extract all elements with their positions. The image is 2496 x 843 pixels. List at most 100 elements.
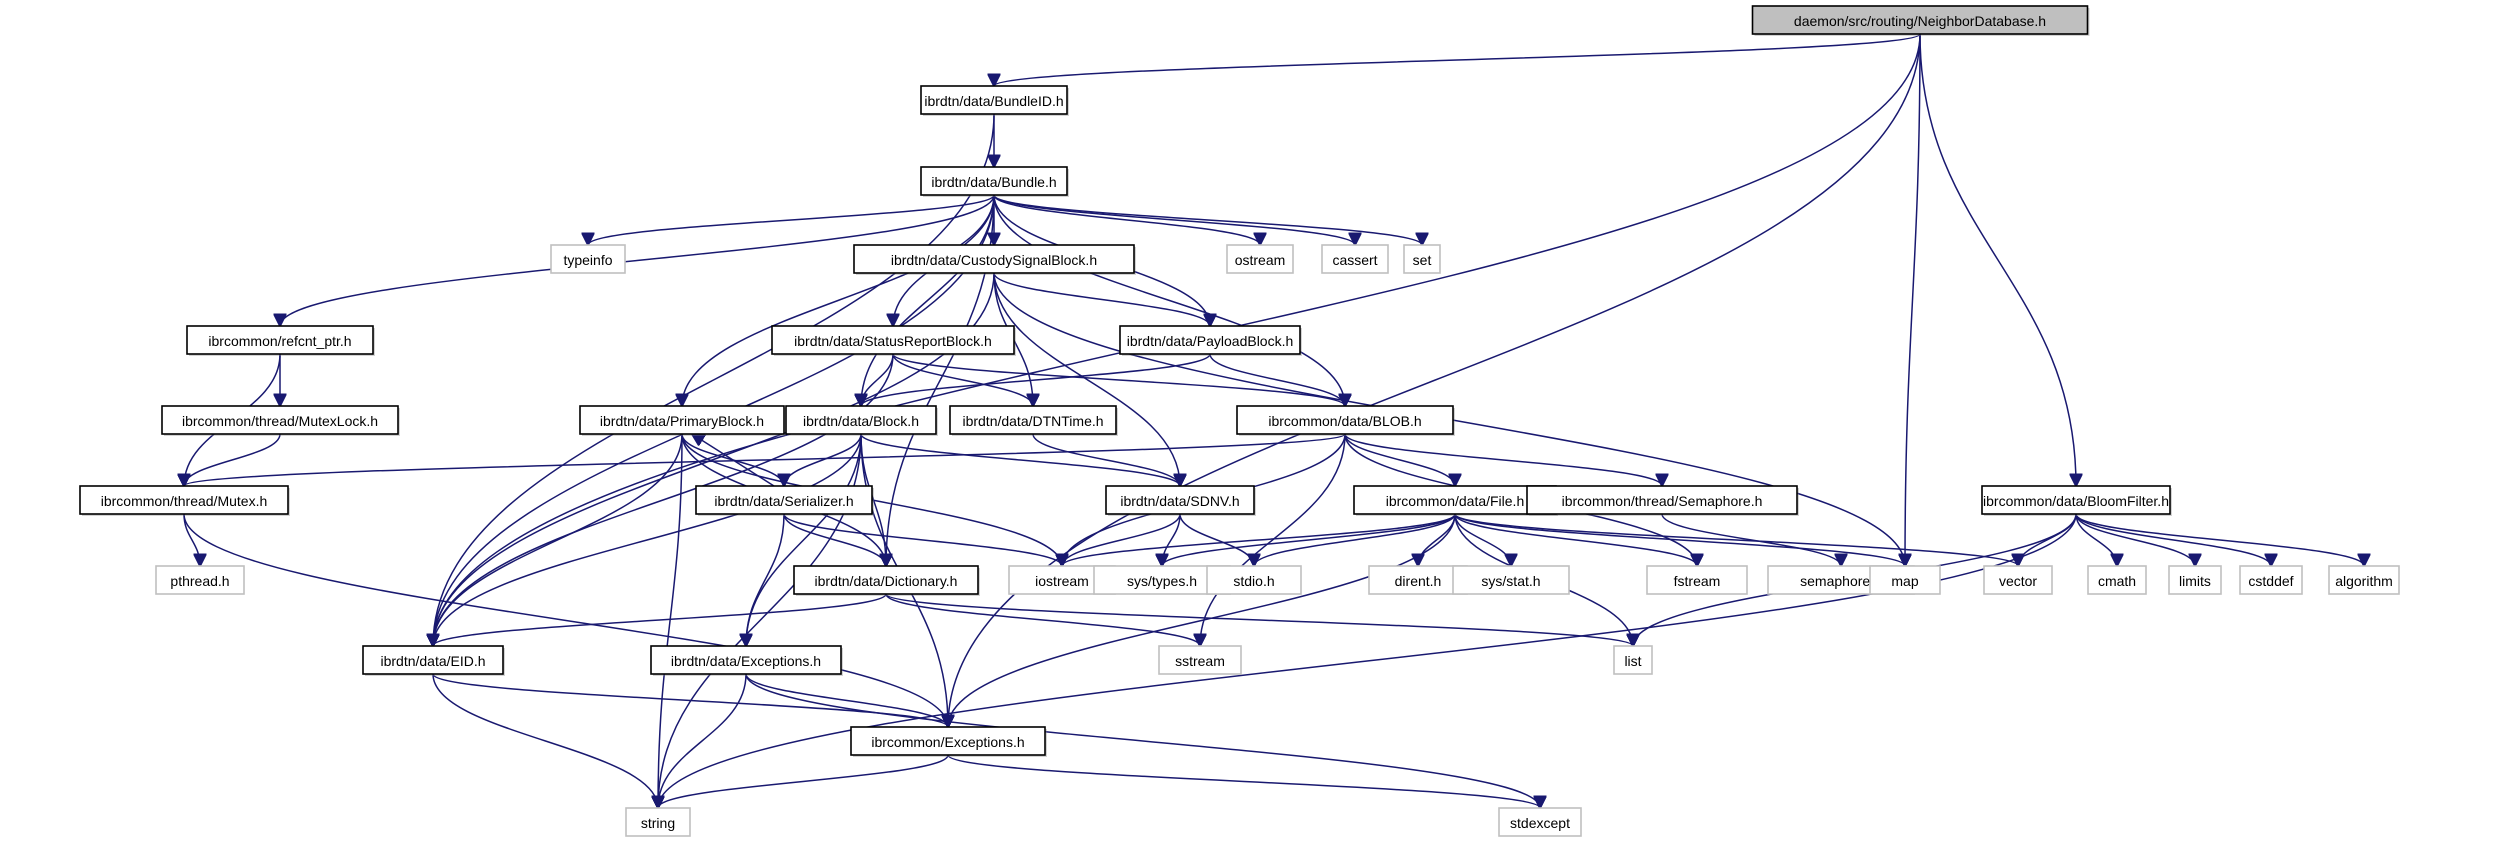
node-fstream: fstream	[1646, 565, 1748, 595]
edge-mutex-to-icexceptions	[183, 513, 948, 727]
node-sysstat: sys/stat.h	[1452, 565, 1570, 595]
node-box	[1646, 565, 1748, 595]
node-box	[186, 325, 374, 355]
edge-payload-to-blob	[1209, 353, 1345, 406]
node-label: ibrcommon/data/BLOB.h	[1268, 413, 1421, 429]
node-bundleid[interactable]: ibrdtn/data/BundleID.h	[920, 85, 1069, 116]
node-bloom[interactable]: ibrcommon/data/BloomFilter.h	[1981, 485, 2172, 516]
edge-eid-to-icexceptions	[432, 673, 948, 727]
edge-bloom-to-limits	[2075, 513, 2195, 566]
node-semaphore[interactable]: ibrcommon/thread/Semaphore.h	[1526, 485, 1799, 516]
node-sdnv[interactable]: ibrdtn/data/SDNV.h	[1105, 485, 1256, 516]
node-string: string	[625, 807, 691, 837]
node-eid[interactable]: ibrdtn/data/EID.h	[362, 645, 505, 676]
node-serializer[interactable]: ibrdtn/data/Serializer.h	[695, 485, 874, 516]
node-exceptions[interactable]: ibrdtn/data/Exceptions.h	[650, 645, 843, 676]
edge-serializer-to-primary	[692, 434, 775, 487]
edge-file-to-fstream	[1454, 513, 1697, 566]
node-box	[1368, 565, 1468, 595]
node-mutexlock[interactable]: ibrcommon/thread/MutexLock.h	[161, 405, 400, 436]
node-map: map	[1869, 565, 1941, 595]
edge-bundleid-to-eid	[433, 113, 995, 646]
node-label: pthread.h	[170, 573, 229, 589]
edge-file-to-stdio	[1254, 513, 1456, 566]
nodes-layer: daemon/src/routing/NeighborDatabase.h ibr…	[79, 5, 2400, 837]
node-label: ibrdtn/data/Bundle.h	[931, 174, 1056, 190]
node-mutex[interactable]: ibrcommon/thread/Mutex.h	[79, 485, 290, 516]
edge-sdnv-to-systypes	[1162, 513, 1181, 566]
node-dictionary[interactable]: ibrdtn/data/Dictionary.h	[793, 565, 980, 596]
node-primary[interactable]: ibrdtn/data/PrimaryBlock.h	[579, 405, 786, 436]
node-cstddef: cstddef	[2239, 565, 2303, 595]
node-box	[550, 244, 626, 274]
edge-exceptions-to-stdexcept	[745, 673, 1540, 808]
node-box	[771, 325, 1015, 355]
node-root[interactable]: daemon/src/routing/NeighborDatabase.h	[1751, 5, 2090, 36]
node-stdio: stdio.h	[1206, 565, 1302, 595]
node-box	[1403, 244, 1441, 274]
edge-exceptions-to-icexceptions	[745, 673, 948, 727]
node-set: set	[1403, 244, 1441, 274]
edge-custody-to-payload	[993, 272, 1210, 326]
node-label: ibrdtn/data/SDNV.h	[1120, 493, 1239, 509]
edge-primary-to-string	[658, 433, 683, 808]
edge-bloom-to-cmath	[2075, 513, 2117, 566]
edge-block-to-sdnv	[860, 433, 1180, 486]
node-label: typeinfo	[563, 252, 612, 268]
node-label: sys/types.h	[1127, 573, 1197, 589]
edge-dtntime-to-sdnv	[1032, 433, 1180, 486]
node-label: ibrcommon/thread/Mutex.h	[101, 493, 268, 509]
node-pthread: pthread.h	[155, 565, 245, 595]
node-status[interactable]: ibrdtn/data/StatusReportBlock.h	[771, 325, 1016, 356]
node-label: dirent.h	[1395, 573, 1442, 589]
edge-bloom-to-vector	[2018, 513, 2077, 566]
edge-file-to-systypes	[1162, 513, 1456, 566]
node-file[interactable]: ibrcommon/data/File.h	[1353, 485, 1558, 516]
edge-serializer-to-exceptions	[746, 513, 785, 646]
node-dtntime[interactable]: ibrdtn/data/DTNTime.h	[949, 405, 1118, 436]
edge-semaphore-to-semaphoreh	[1661, 513, 1841, 566]
node-bundle[interactable]: ibrdtn/data/Bundle.h	[920, 166, 1069, 197]
edge-bundle-to-typeinfo	[588, 194, 995, 245]
edge-eid-to-string	[432, 673, 658, 808]
node-box	[949, 405, 1117, 435]
edge-file-to-icexceptions	[948, 513, 1456, 727]
node-label: sstream	[1175, 653, 1225, 669]
node-blob[interactable]: ibrcommon/data/BLOB.h	[1236, 405, 1455, 436]
edge-icexceptions-to-stdexcept	[947, 754, 1540, 808]
node-label: ibrdtn/data/Dictionary.h	[815, 573, 958, 589]
node-typeinfo: typeinfo	[550, 244, 626, 274]
edge-bundle-to-set	[993, 194, 1422, 245]
node-label: ibrcommon/data/File.h	[1386, 493, 1525, 509]
node-refcnt[interactable]: ibrcommon/refcnt_ptr.h	[186, 325, 375, 356]
node-label: algorithm	[2335, 573, 2393, 589]
node-label: ibrdtn/data/Serializer.h	[714, 493, 853, 509]
node-box	[1105, 485, 1255, 515]
edge-blob-to-semaphore	[1344, 433, 1662, 486]
node-label: ibrcommon/data/BloomFilter.h	[1983, 493, 2169, 509]
node-label: fstream	[1674, 573, 1721, 589]
node-block[interactable]: ibrdtn/data/Block.h	[785, 405, 938, 436]
edge-blob-to-file	[1344, 433, 1455, 486]
node-label: ibrdtn/data/BundleID.h	[924, 93, 1063, 109]
edge-bundle-to-cassert	[993, 194, 1355, 245]
edge-block-to-serializer	[784, 433, 862, 486]
node-box	[650, 645, 842, 675]
edge-blob-to-sstream	[1200, 433, 1346, 646]
node-sstream: sstream	[1158, 645, 1242, 675]
node-box	[920, 85, 1068, 115]
node-box	[2087, 565, 2147, 595]
edge-file-to-map	[1454, 513, 1905, 566]
node-label: ibrdtn/data/Exceptions.h	[671, 653, 821, 669]
node-label: ibrdtn/data/DTNTime.h	[962, 413, 1103, 429]
node-payload[interactable]: ibrdtn/data/PayloadBlock.h	[1119, 325, 1302, 356]
node-box	[1526, 485, 1798, 515]
node-label: ostream	[1235, 252, 1286, 268]
node-cassert: cassert	[1321, 244, 1389, 274]
edge-bundle-to-primary	[682, 194, 995, 406]
node-icexceptions[interactable]: ibrcommon/Exceptions.h	[850, 726, 1047, 757]
node-label: cstddef	[2248, 573, 2293, 589]
edge-dictionary-to-list	[885, 593, 1633, 646]
edge-serializer-to-iostream	[783, 513, 1062, 566]
node-custody[interactable]: ibrdtn/data/CustodySignalBlock.h	[853, 244, 1136, 275]
